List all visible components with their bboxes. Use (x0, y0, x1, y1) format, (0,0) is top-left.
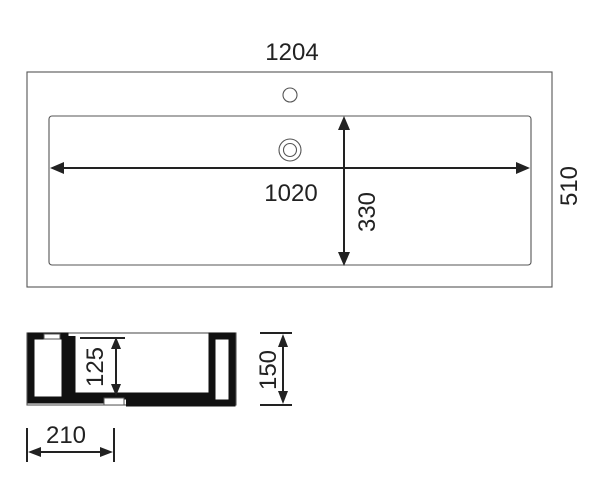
arrow-right-210 (100, 447, 113, 457)
overall-width-label: 1204 (265, 39, 318, 66)
basin-depth-label: 330 (354, 192, 381, 232)
arrow-up-125 (111, 337, 121, 349)
outer-outline (26, 71, 553, 288)
tap-hole (282, 87, 298, 103)
basin-width-label: 1020 (264, 180, 317, 207)
basin-height-label: 125 (82, 347, 109, 387)
total-height-label: 150 (255, 350, 282, 390)
top-view: 1204 1020 330 510 (26, 39, 583, 288)
arrow-left-210 (28, 447, 41, 457)
arrow-up (338, 116, 350, 130)
arrow-right (516, 162, 530, 174)
basin-outline (48, 115, 532, 266)
arrow-down-125 (111, 384, 121, 396)
basin-wall (68, 332, 236, 407)
overall-depth-label: 510 (556, 166, 583, 206)
arrow-left (50, 162, 64, 174)
arrow-down (338, 252, 350, 266)
drain-inner (282, 142, 298, 158)
side-depth-label: 210 (46, 422, 86, 449)
drain-notch (103, 397, 125, 406)
side-view: 125 150 210 (26, 332, 292, 462)
drain-outer (278, 138, 302, 162)
arrow-down-150 (278, 391, 288, 404)
rim-notch (43, 333, 61, 340)
arrow-up-150 (278, 334, 288, 347)
